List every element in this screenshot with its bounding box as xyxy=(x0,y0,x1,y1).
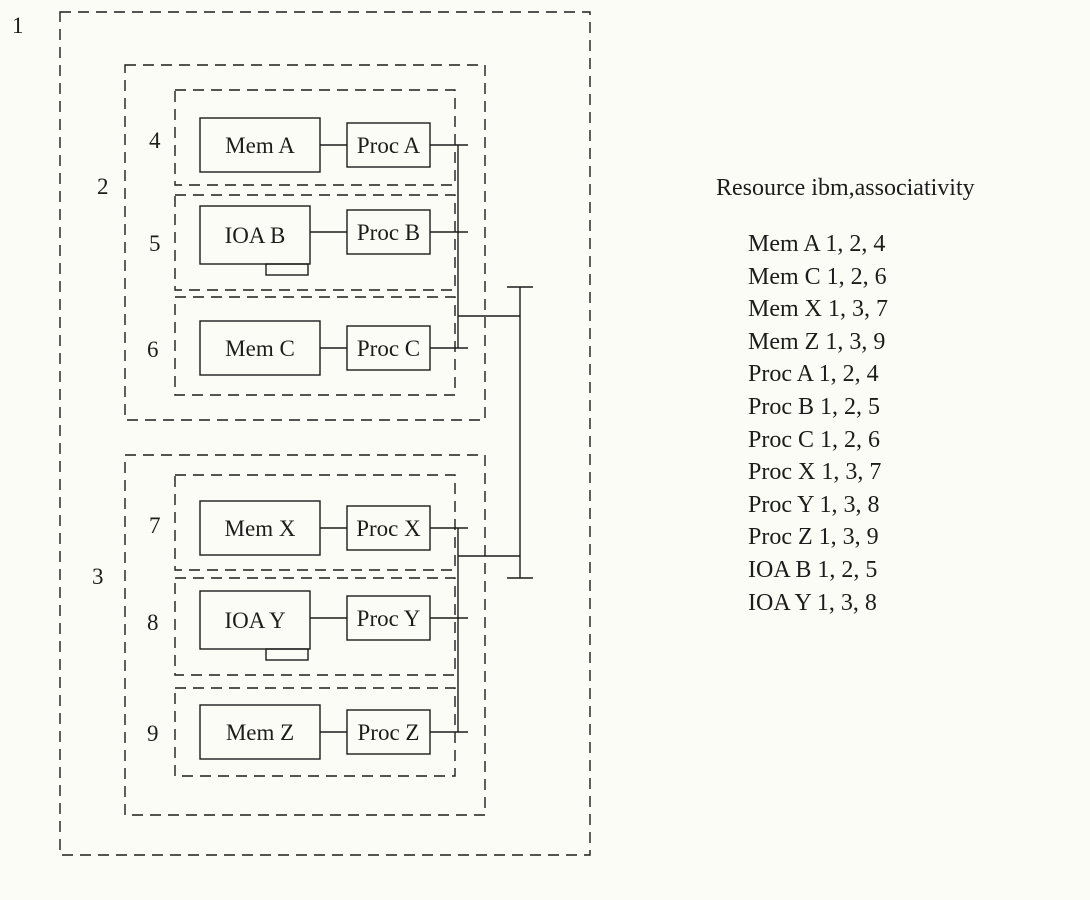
ioa-y-label: IOA Y xyxy=(224,608,286,633)
ioa-b-foot xyxy=(265,263,309,276)
node-4-box xyxy=(174,89,456,186)
mem-x-label: Mem X xyxy=(225,516,296,541)
legend-entry: Proc X 1, 3, 7 xyxy=(748,459,882,486)
node-5-label: 5 xyxy=(149,231,161,256)
legend-entry: Mem Z 1, 3, 9 xyxy=(748,328,886,355)
legend-entry: IOA Y 1, 3, 8 xyxy=(748,589,877,616)
legend-entry: Proc Z 1, 3, 9 xyxy=(748,524,879,551)
legend-entry: Mem C 1, 2, 6 xyxy=(748,263,887,290)
ioa-b-box xyxy=(199,205,311,265)
legend-title: Resource ibm,associativity xyxy=(716,175,975,201)
node-6-label: 6 xyxy=(147,337,159,362)
node-7-label: 7 xyxy=(149,513,161,538)
legend-entry: IOA B 1, 2, 5 xyxy=(748,556,878,583)
legend-entry: Mem A 1, 2, 4 xyxy=(748,231,886,257)
mem-c-label: Mem C xyxy=(225,336,295,361)
node-5-box xyxy=(174,194,456,291)
proc-y-label: Proc Y xyxy=(357,606,421,631)
node-1-label: 1 xyxy=(12,13,24,38)
legend-entry: Proc B 1, 2, 5 xyxy=(748,393,880,420)
proc-b-label: Proc B xyxy=(357,220,420,245)
node-3-box xyxy=(124,454,486,816)
node-6-box xyxy=(174,296,456,396)
legend-entry: Proc Y 1, 3, 8 xyxy=(748,491,880,518)
ioa-b-label: IOA B xyxy=(225,223,286,248)
node-9-label: 9 xyxy=(147,721,159,746)
node-8-label: 8 xyxy=(147,610,159,635)
mem-a-label: Mem A xyxy=(225,133,295,158)
legend-entry: Proc C 1, 2, 6 xyxy=(748,426,880,453)
node-4-label: 4 xyxy=(149,128,161,153)
legend-entry-list: Mem A 1, 2, 4 Mem C 1, 2, 6 Mem X 1, 3, … xyxy=(748,228,1076,619)
legend-entry: Proc A 1, 2, 4 xyxy=(748,361,879,388)
ioa-y-box xyxy=(199,590,311,650)
node-1-box xyxy=(59,11,591,856)
proc-c-label: Proc C xyxy=(357,336,420,361)
node-2-label: 2 xyxy=(97,174,109,199)
topology-diagram: 1 2 3 4 5 6 7 8 9 Mem A Proc A IOA B Pro… xyxy=(12,11,591,856)
node-2-box xyxy=(124,64,486,421)
ioa-y-foot xyxy=(265,648,309,661)
node-7-box xyxy=(174,474,456,571)
associativity-legend: Resource ibm,associativity Mem A 1, 2, 4… xyxy=(716,174,1076,619)
proc-x-label: Proc X xyxy=(356,516,421,541)
legend-entry: Mem X 1, 3, 7 xyxy=(748,296,888,323)
proc-z-label: Proc Z xyxy=(358,720,420,745)
mem-z-label: Mem Z xyxy=(226,720,294,745)
node-3-label: 3 xyxy=(92,564,104,589)
proc-a-label: Proc A xyxy=(357,133,421,158)
node-8-box xyxy=(174,577,456,676)
